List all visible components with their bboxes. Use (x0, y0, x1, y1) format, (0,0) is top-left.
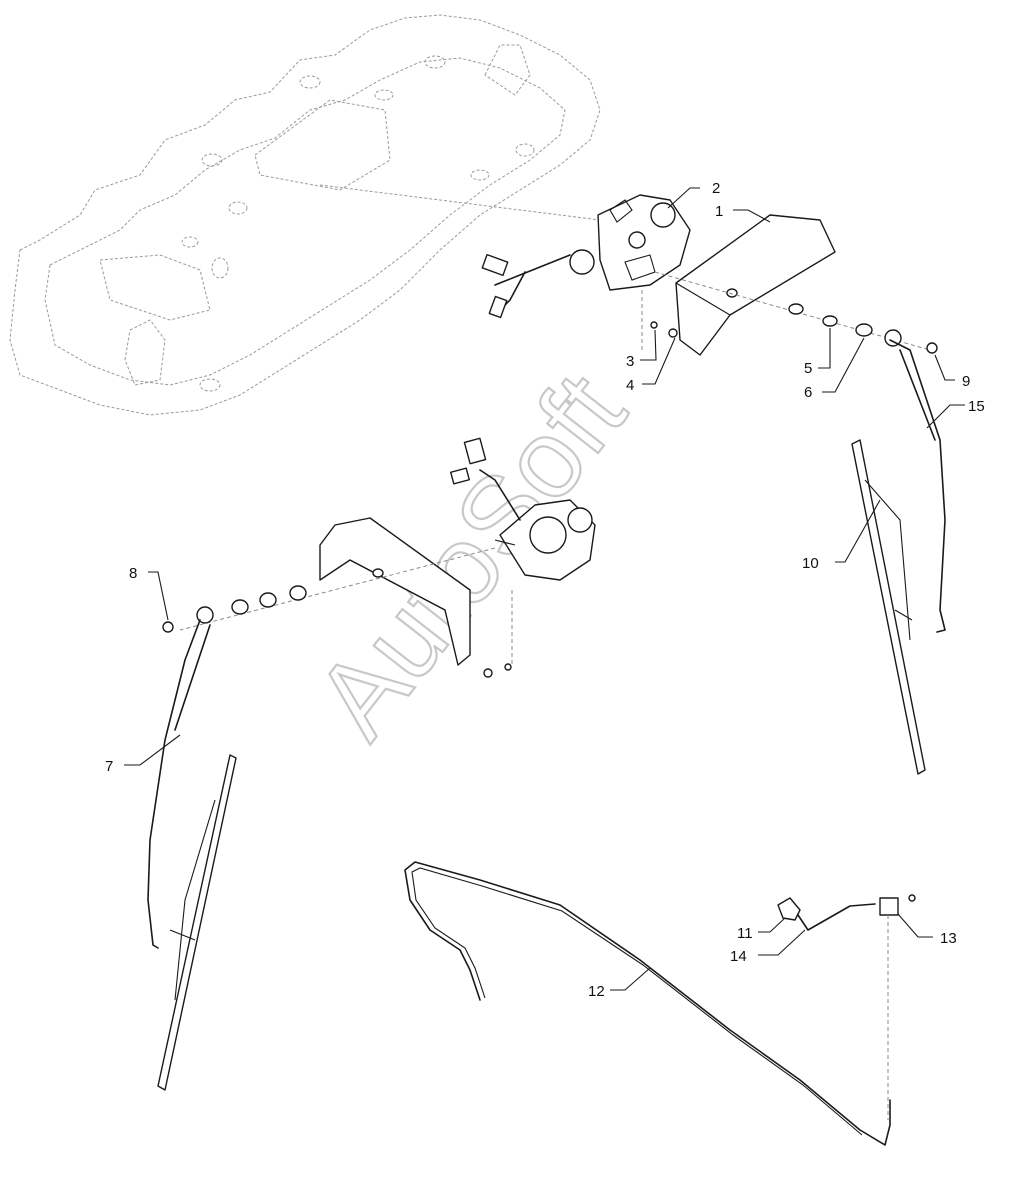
callout-11: 11 (737, 925, 753, 942)
wiper-blade-right (851, 439, 926, 775)
wiper-arm-left (147, 606, 214, 949)
wiper-motor-upper (481, 194, 691, 319)
callout-2: 2 (712, 180, 720, 197)
callout-1: 1 (715, 203, 723, 220)
washer-tube (797, 903, 876, 931)
callout-labels: 1 2 3 4 5 6 7 8 9 10 11 12 13 14 15 (105, 180, 985, 1000)
t-connector (879, 894, 916, 1120)
wiper-motor-lower (450, 437, 596, 581)
callout-3: 3 (626, 353, 634, 370)
callout-4: 4 (626, 377, 634, 394)
lower-screws (483, 590, 513, 678)
motor-cover-lower (319, 517, 471, 666)
callout-10: 10 (802, 555, 819, 572)
motor-cover-upper (675, 214, 836, 356)
upper-washers (654, 271, 938, 354)
callout-14: 14 (730, 948, 747, 965)
leader-lines (124, 187, 965, 991)
callout-9: 9 (962, 373, 970, 390)
wiper-blade-left (157, 754, 237, 1091)
washer-hose (404, 861, 891, 1146)
washer-nozzle (777, 897, 801, 921)
callout-8: 8 (129, 565, 137, 582)
lower-washers (162, 547, 496, 633)
callout-15: 15 (968, 398, 985, 415)
cab-roof-phantom (9, 14, 601, 416)
callout-5: 5 (804, 360, 812, 377)
callout-6: 6 (804, 384, 812, 401)
callout-13: 13 (940, 930, 957, 947)
callout-12: 12 (588, 983, 605, 1000)
callout-7: 7 (105, 758, 113, 775)
wiper-arm-right (884, 329, 946, 633)
upper-screws (641, 290, 678, 350)
